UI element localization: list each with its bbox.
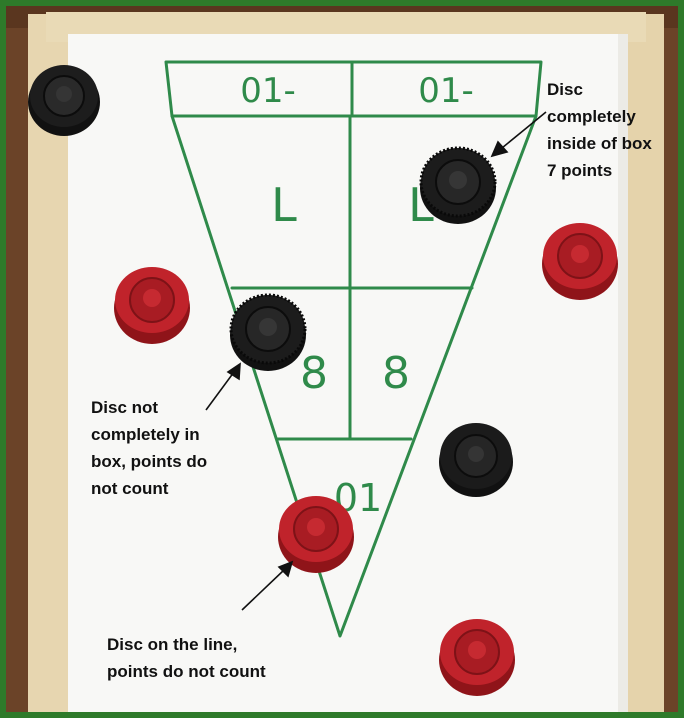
top-label-right: 01-	[418, 71, 474, 111]
paper-sheet	[68, 34, 628, 712]
annotation-inside-box: Disc completely inside of box 7 points	[547, 76, 652, 184]
disc-red-left	[114, 267, 190, 344]
eight-label-right: 8	[382, 348, 410, 399]
annotation-line: box, points do	[91, 448, 207, 475]
annotation-line: Disc on the line,	[107, 631, 266, 658]
disc-black-right	[439, 423, 513, 497]
annotation-partial-box: Disc not completely in box, points do no…	[91, 394, 207, 502]
disc-red-top-right	[542, 223, 618, 300]
disc-red-on-line	[278, 496, 354, 573]
disc-black-seven-box	[420, 148, 496, 224]
seven-label-left: L	[271, 178, 297, 232]
annotation-line: completely	[547, 103, 652, 130]
disc-black-corner	[28, 65, 100, 136]
annotation-line: points do not count	[107, 658, 266, 685]
annotation-line: 7 points	[547, 157, 652, 184]
annotation-line: not count	[91, 475, 207, 502]
disc-red-bottom	[439, 619, 515, 696]
top-label-left: 01-	[240, 71, 296, 111]
annotation-line: inside of box	[547, 130, 652, 157]
annotation-on-line: Disc on the line, points do not count	[107, 631, 266, 685]
annotation-line: Disc	[547, 76, 652, 103]
disc-black-partial	[230, 295, 306, 371]
eight-label-left: 8	[300, 348, 328, 399]
annotation-line: completely in	[91, 421, 207, 448]
annotation-line: Disc not	[91, 394, 207, 421]
